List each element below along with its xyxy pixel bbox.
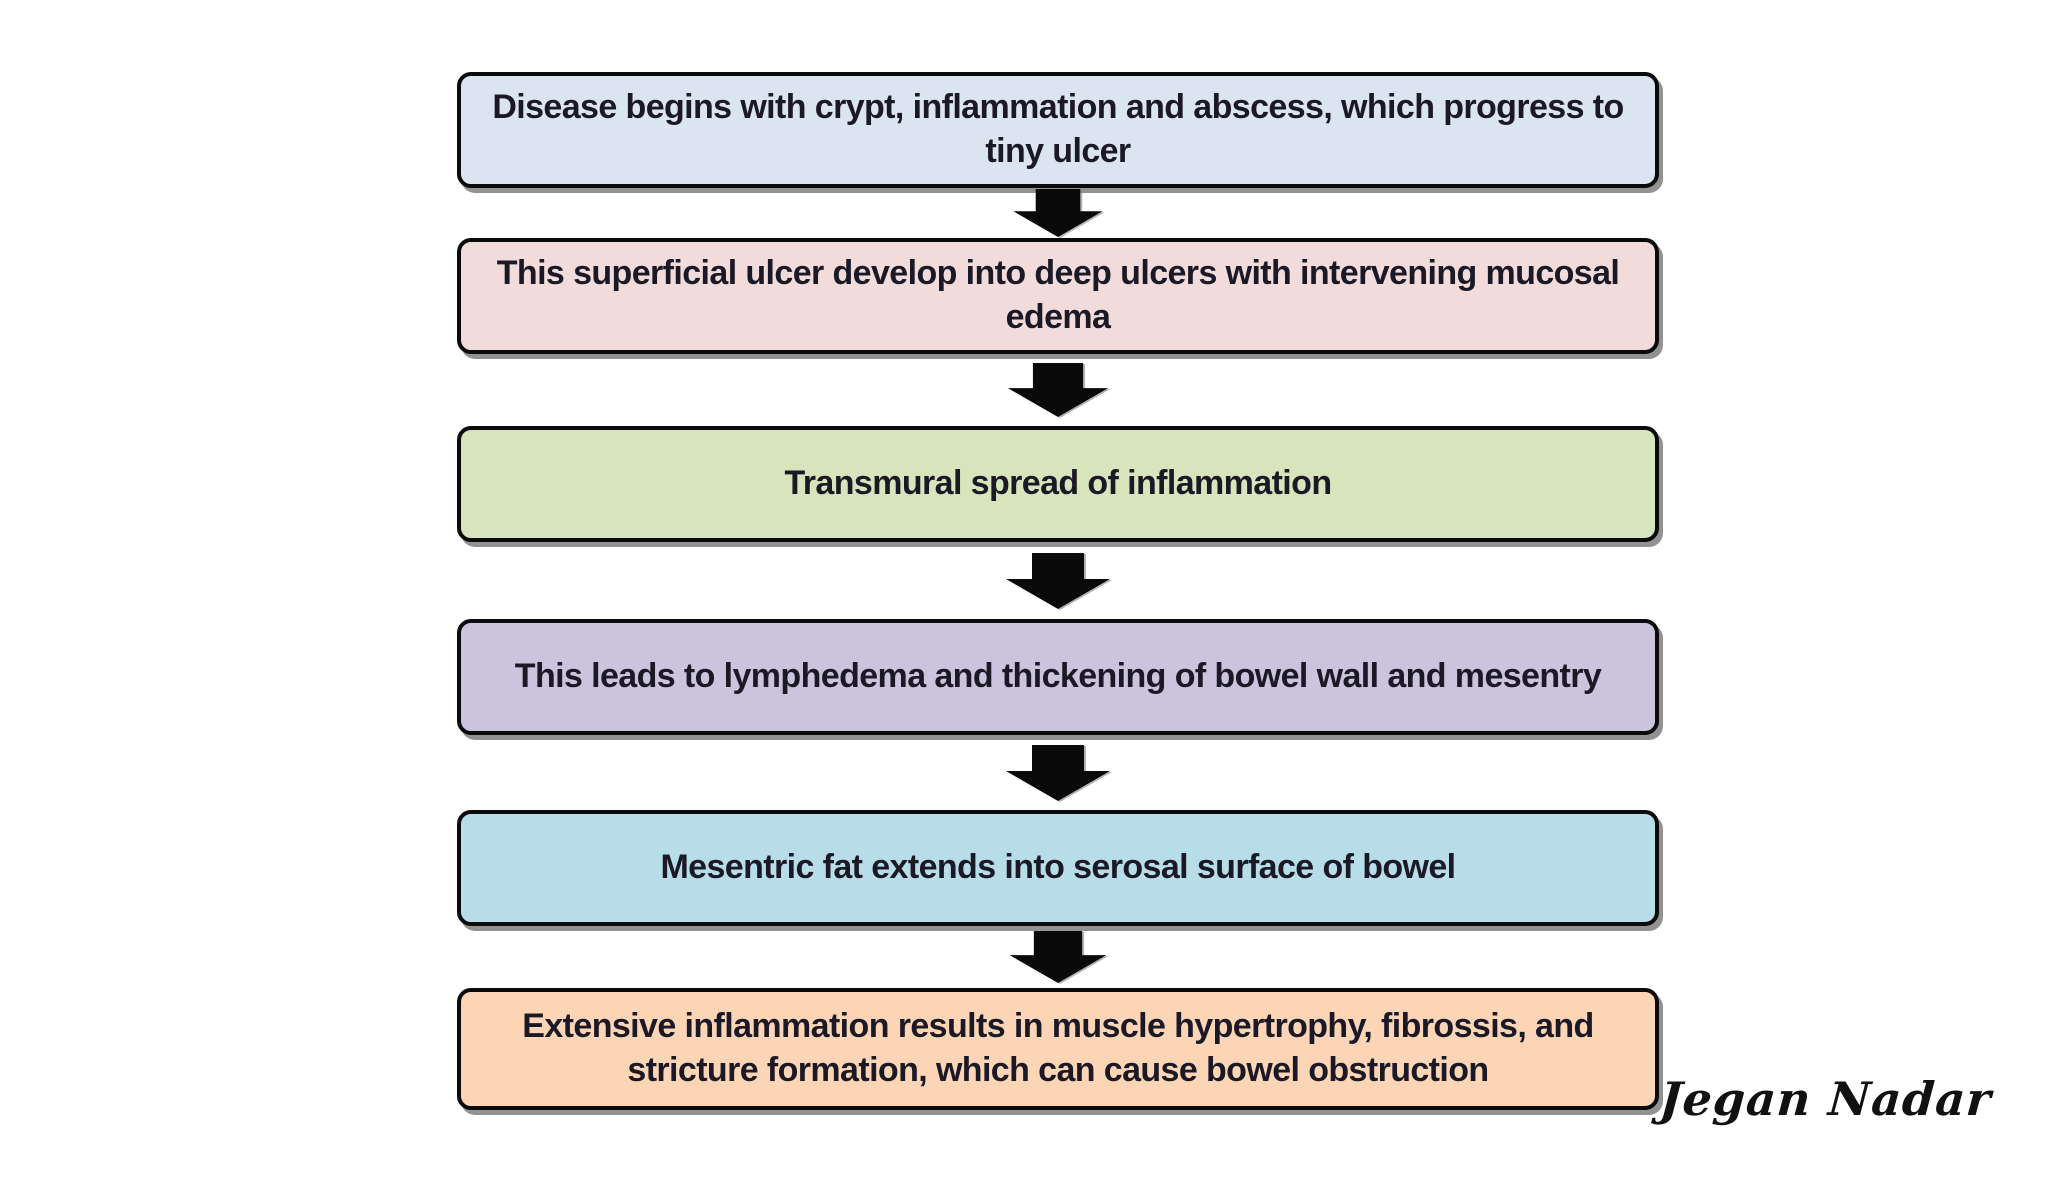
flow-step-3: Transmural spread of inflammation: [457, 426, 1659, 542]
flow-step-1-text: Disease begins with crypt, inflammation …: [492, 88, 1624, 170]
down-arrow-icon: [1009, 931, 1107, 983]
flow-step-6-text: Extensive inflammation results in muscle…: [522, 1007, 1594, 1089]
flow-step-4: This leads to lymphedema and thickening …: [457, 619, 1659, 735]
flow-step-5-text: Mesentric fat extends into serosal surfa…: [660, 848, 1456, 887]
flow-step-5: Mesentric fat extends into serosal surfa…: [457, 810, 1659, 926]
down-arrow-icon: [1007, 363, 1109, 417]
down-arrow-icon: [1006, 744, 1110, 801]
flowchart-column: Disease begins with crypt, inflammation …: [457, 72, 1659, 1110]
connector-gap-1: [457, 188, 1659, 238]
author-signature: Jegan Nadar: [1658, 1072, 1994, 1126]
connector-gap-4: [457, 735, 1659, 810]
down-arrow-icon: [1013, 189, 1103, 237]
flow-step-1: Disease begins with crypt, inflammation …: [457, 72, 1659, 188]
connector-gap-3: [457, 542, 1659, 619]
connector-gap-2: [457, 354, 1659, 426]
flow-step-6: Extensive inflammation results in muscle…: [457, 988, 1659, 1110]
flow-step-4-text: This leads to lymphedema and thickening …: [514, 657, 1602, 696]
down-arrow-icon: [1006, 552, 1110, 609]
flow-step-3-text: Transmural spread of inflammation: [784, 464, 1333, 503]
flow-step-2-text: This superficial ulcer develop into deep…: [496, 254, 1620, 336]
flow-step-2: This superficial ulcer develop into deep…: [457, 238, 1659, 354]
connector-gap-5: [457, 926, 1659, 988]
